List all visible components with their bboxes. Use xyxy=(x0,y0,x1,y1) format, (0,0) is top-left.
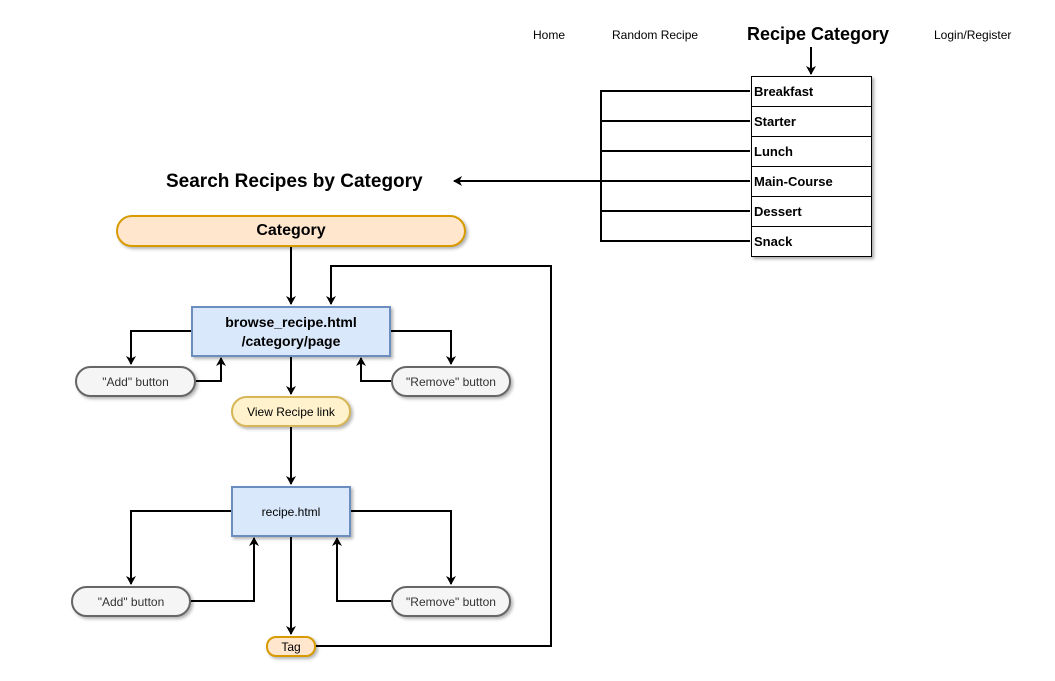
recipe-page-node: recipe.html xyxy=(231,486,351,537)
view-recipe-link[interactable]: View Recipe link xyxy=(231,396,351,427)
nav-recipe-category-link[interactable]: Recipe Category xyxy=(747,24,890,44)
nav-home-link[interactable]: Home xyxy=(533,28,566,42)
connector-browse-to-remove xyxy=(391,330,456,365)
connector-recipe-to-remove xyxy=(351,510,456,585)
browse-page-name: browse_recipe.html xyxy=(225,313,357,330)
connector-add-to-recipe xyxy=(191,537,259,602)
connector-add-to-browse xyxy=(196,357,226,382)
category-node: Category xyxy=(116,215,466,247)
menu-item-starter[interactable]: Starter xyxy=(752,106,871,136)
remove-button-top[interactable]: "Remove" button xyxy=(391,366,511,397)
menu-item-breakfast[interactable]: Breakfast xyxy=(754,84,814,99)
add-button-bottom[interactable]: "Add" button xyxy=(71,586,191,617)
browse-page-path: /category/page xyxy=(241,332,341,349)
menu-item-main-course[interactable]: Main-Course xyxy=(752,166,871,196)
connector-remove-to-recipe xyxy=(332,537,391,602)
connector-remove-to-browse xyxy=(356,357,391,382)
category-dropdown-menu: Breakfast Starter Lunch Main-Course Dess… xyxy=(751,76,872,257)
browse-recipe-page-node: browse_recipe.html /category/page xyxy=(191,306,391,357)
remove-button-bottom[interactable]: "Remove" button xyxy=(391,586,511,617)
search-by-category-heading: Search Recipes by Category xyxy=(166,171,423,192)
nav-random-recipe-link[interactable]: Random Recipe xyxy=(612,28,699,42)
menu-item-snack[interactable]: Snack xyxy=(752,226,871,256)
nav-login-register-link[interactable]: Login/Register xyxy=(934,28,1012,42)
connector-menu-bracket xyxy=(600,90,750,242)
connector-recipe-to-add xyxy=(126,510,231,585)
connector-tag-to-browse xyxy=(316,265,552,647)
menu-item-lunch[interactable]: Lunch xyxy=(752,136,871,166)
menu-item-dessert[interactable]: Dessert xyxy=(752,196,871,226)
add-button-top[interactable]: "Add" button xyxy=(75,366,196,397)
connector-browse-to-add xyxy=(126,330,191,365)
tag-link[interactable]: Tag xyxy=(266,636,316,657)
